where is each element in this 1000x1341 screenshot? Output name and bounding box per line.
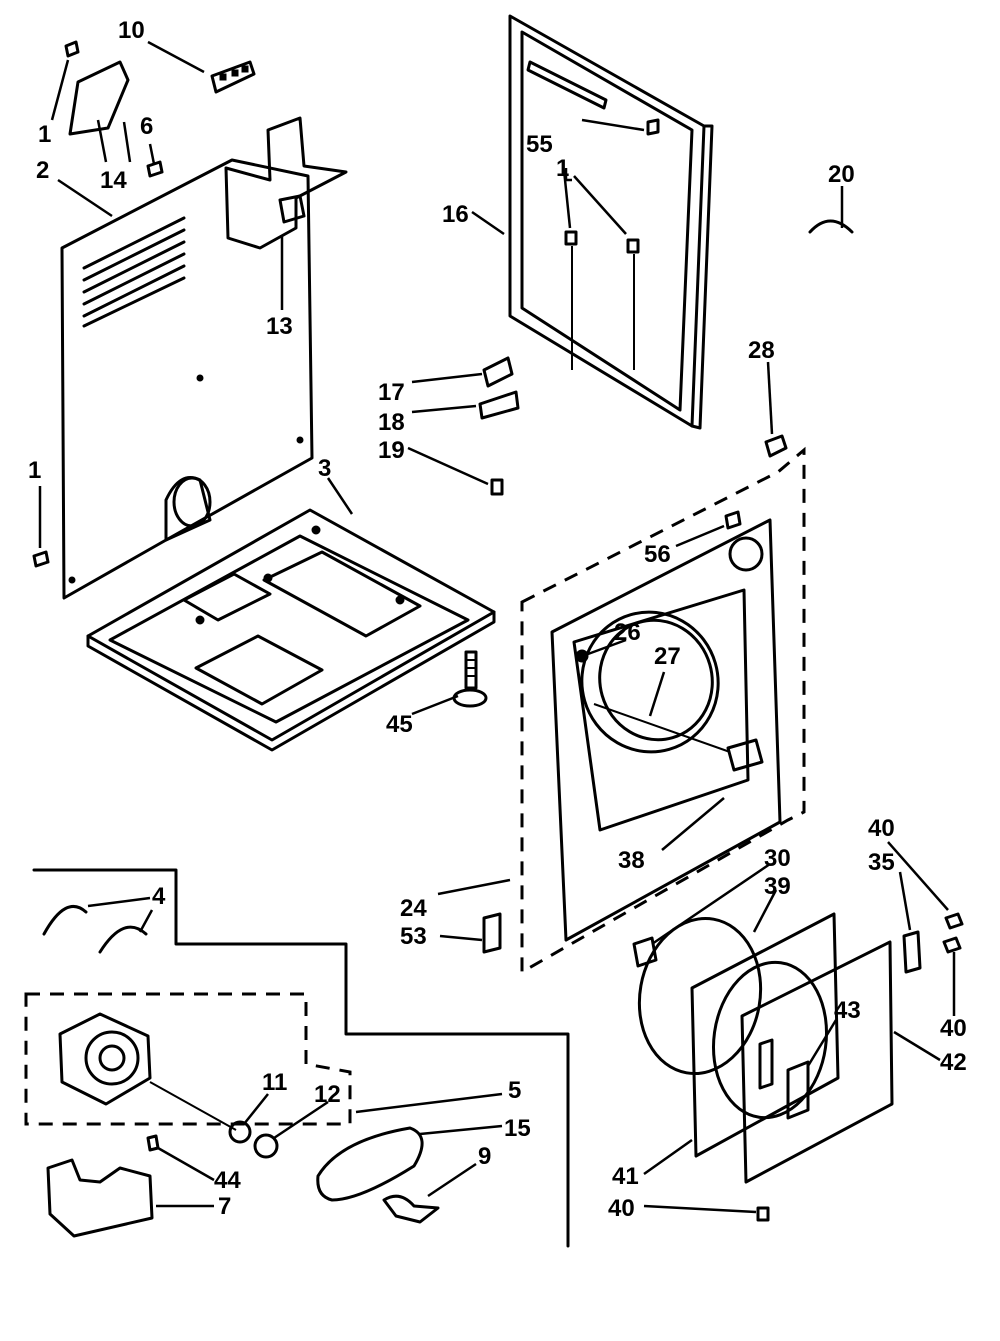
callout-5: 5	[508, 1077, 521, 1104]
callout-labels: 10 1 14 6 2 13 1 3 55 1 16 20 17 18 19 2…	[28, 17, 967, 1222]
callout-3: 3	[318, 455, 331, 482]
part-28-latch	[764, 434, 788, 458]
callout-30: 30	[764, 845, 791, 872]
part-15-belt	[316, 1126, 424, 1202]
part-56-clip	[724, 510, 742, 530]
callout-14: 14	[100, 167, 127, 194]
callout-4: 4	[152, 883, 166, 910]
part-11-pulley	[228, 1120, 252, 1144]
callout-39: 39	[764, 873, 791, 900]
callout-16: 16	[442, 201, 469, 228]
callout-40-top: 40	[868, 815, 895, 842]
callout-43: 43	[834, 997, 861, 1024]
callout-26: 26	[614, 619, 641, 646]
callout-53: 53	[400, 923, 427, 950]
part-30-hinge	[632, 936, 658, 968]
part-1-screws-top-panel	[564, 118, 660, 370]
part-42-outer-door-panel	[740, 940, 894, 1184]
part-39-door-gasket	[637, 916, 763, 1076]
callout-15: 15	[504, 1115, 531, 1142]
part-24-front-assembly-outline	[520, 446, 806, 975]
callout-28: 28	[748, 337, 775, 364]
callout-44: 44	[214, 1167, 241, 1194]
callout-1-panel: 1	[556, 155, 569, 182]
callout-17: 17	[378, 379, 405, 406]
callout-45: 45	[386, 711, 413, 738]
part-1-screw-left	[32, 550, 50, 568]
part-55-strip	[526, 60, 608, 110]
part-7-motor-mount	[46, 1158, 154, 1238]
callout-38: 38	[618, 847, 645, 874]
callout-1-top: 1	[38, 121, 51, 148]
callout-1-left: 1	[28, 457, 41, 484]
callout-2: 2	[36, 157, 49, 184]
callout-9: 9	[478, 1143, 491, 1170]
callout-6: 6	[140, 113, 153, 140]
part-40-screws-door	[756, 912, 964, 1222]
callout-7: 7	[218, 1193, 231, 1220]
part-6-screw	[146, 160, 164, 178]
callout-24: 24	[400, 895, 427, 922]
callout-55: 55	[526, 131, 553, 158]
part-13-bracket	[224, 116, 348, 250]
part-45-leveling-leg	[452, 650, 488, 708]
motor	[58, 1012, 237, 1131]
part-14-bracket	[68, 60, 130, 136]
part-41-inner-door-panel	[690, 912, 840, 1158]
callout-27: 27	[654, 643, 681, 670]
callout-40-right: 40	[940, 1015, 967, 1042]
callout-41: 41	[612, 1163, 639, 1190]
part-9-clip	[382, 1194, 440, 1224]
callout-35: 35	[868, 849, 895, 876]
callout-42: 42	[940, 1049, 967, 1076]
callout-40-bottom: 40	[608, 1195, 635, 1222]
part-35-hinge	[902, 930, 922, 974]
part-16-top-panel	[508, 14, 714, 430]
section-divider-line	[32, 868, 570, 1248]
callout-10: 10	[118, 17, 145, 44]
part-43-door-handle	[786, 1060, 810, 1120]
part-1-screw-top	[64, 40, 80, 58]
part-10-terminal-block	[210, 60, 256, 94]
part-2-rear-panel	[60, 158, 314, 600]
front-panel	[550, 518, 782, 942]
part-19-screw	[490, 478, 504, 496]
motor-assembly-outline	[24, 992, 352, 1126]
callout-12: 12	[314, 1081, 341, 1108]
part-44-screw	[146, 1134, 160, 1152]
part-3-base	[86, 508, 496, 752]
callout-56: 56	[644, 541, 671, 568]
part-38-switch	[593, 703, 764, 772]
part-27-door-seal	[580, 610, 720, 754]
part-17-18-hinge	[478, 356, 520, 420]
part-20-clip	[808, 219, 854, 234]
part-4-clips	[42, 904, 148, 954]
callout-18: 18	[378, 409, 405, 436]
part-53-clip	[482, 912, 502, 954]
callout-19: 19	[378, 437, 405, 464]
leader-lines	[38, 40, 956, 1214]
callout-13: 13	[266, 313, 293, 340]
part-12-pulley	[253, 1133, 279, 1159]
callout-20: 20	[828, 161, 855, 188]
part-26-screw	[575, 649, 589, 663]
callout-11: 11	[262, 1069, 287, 1096]
